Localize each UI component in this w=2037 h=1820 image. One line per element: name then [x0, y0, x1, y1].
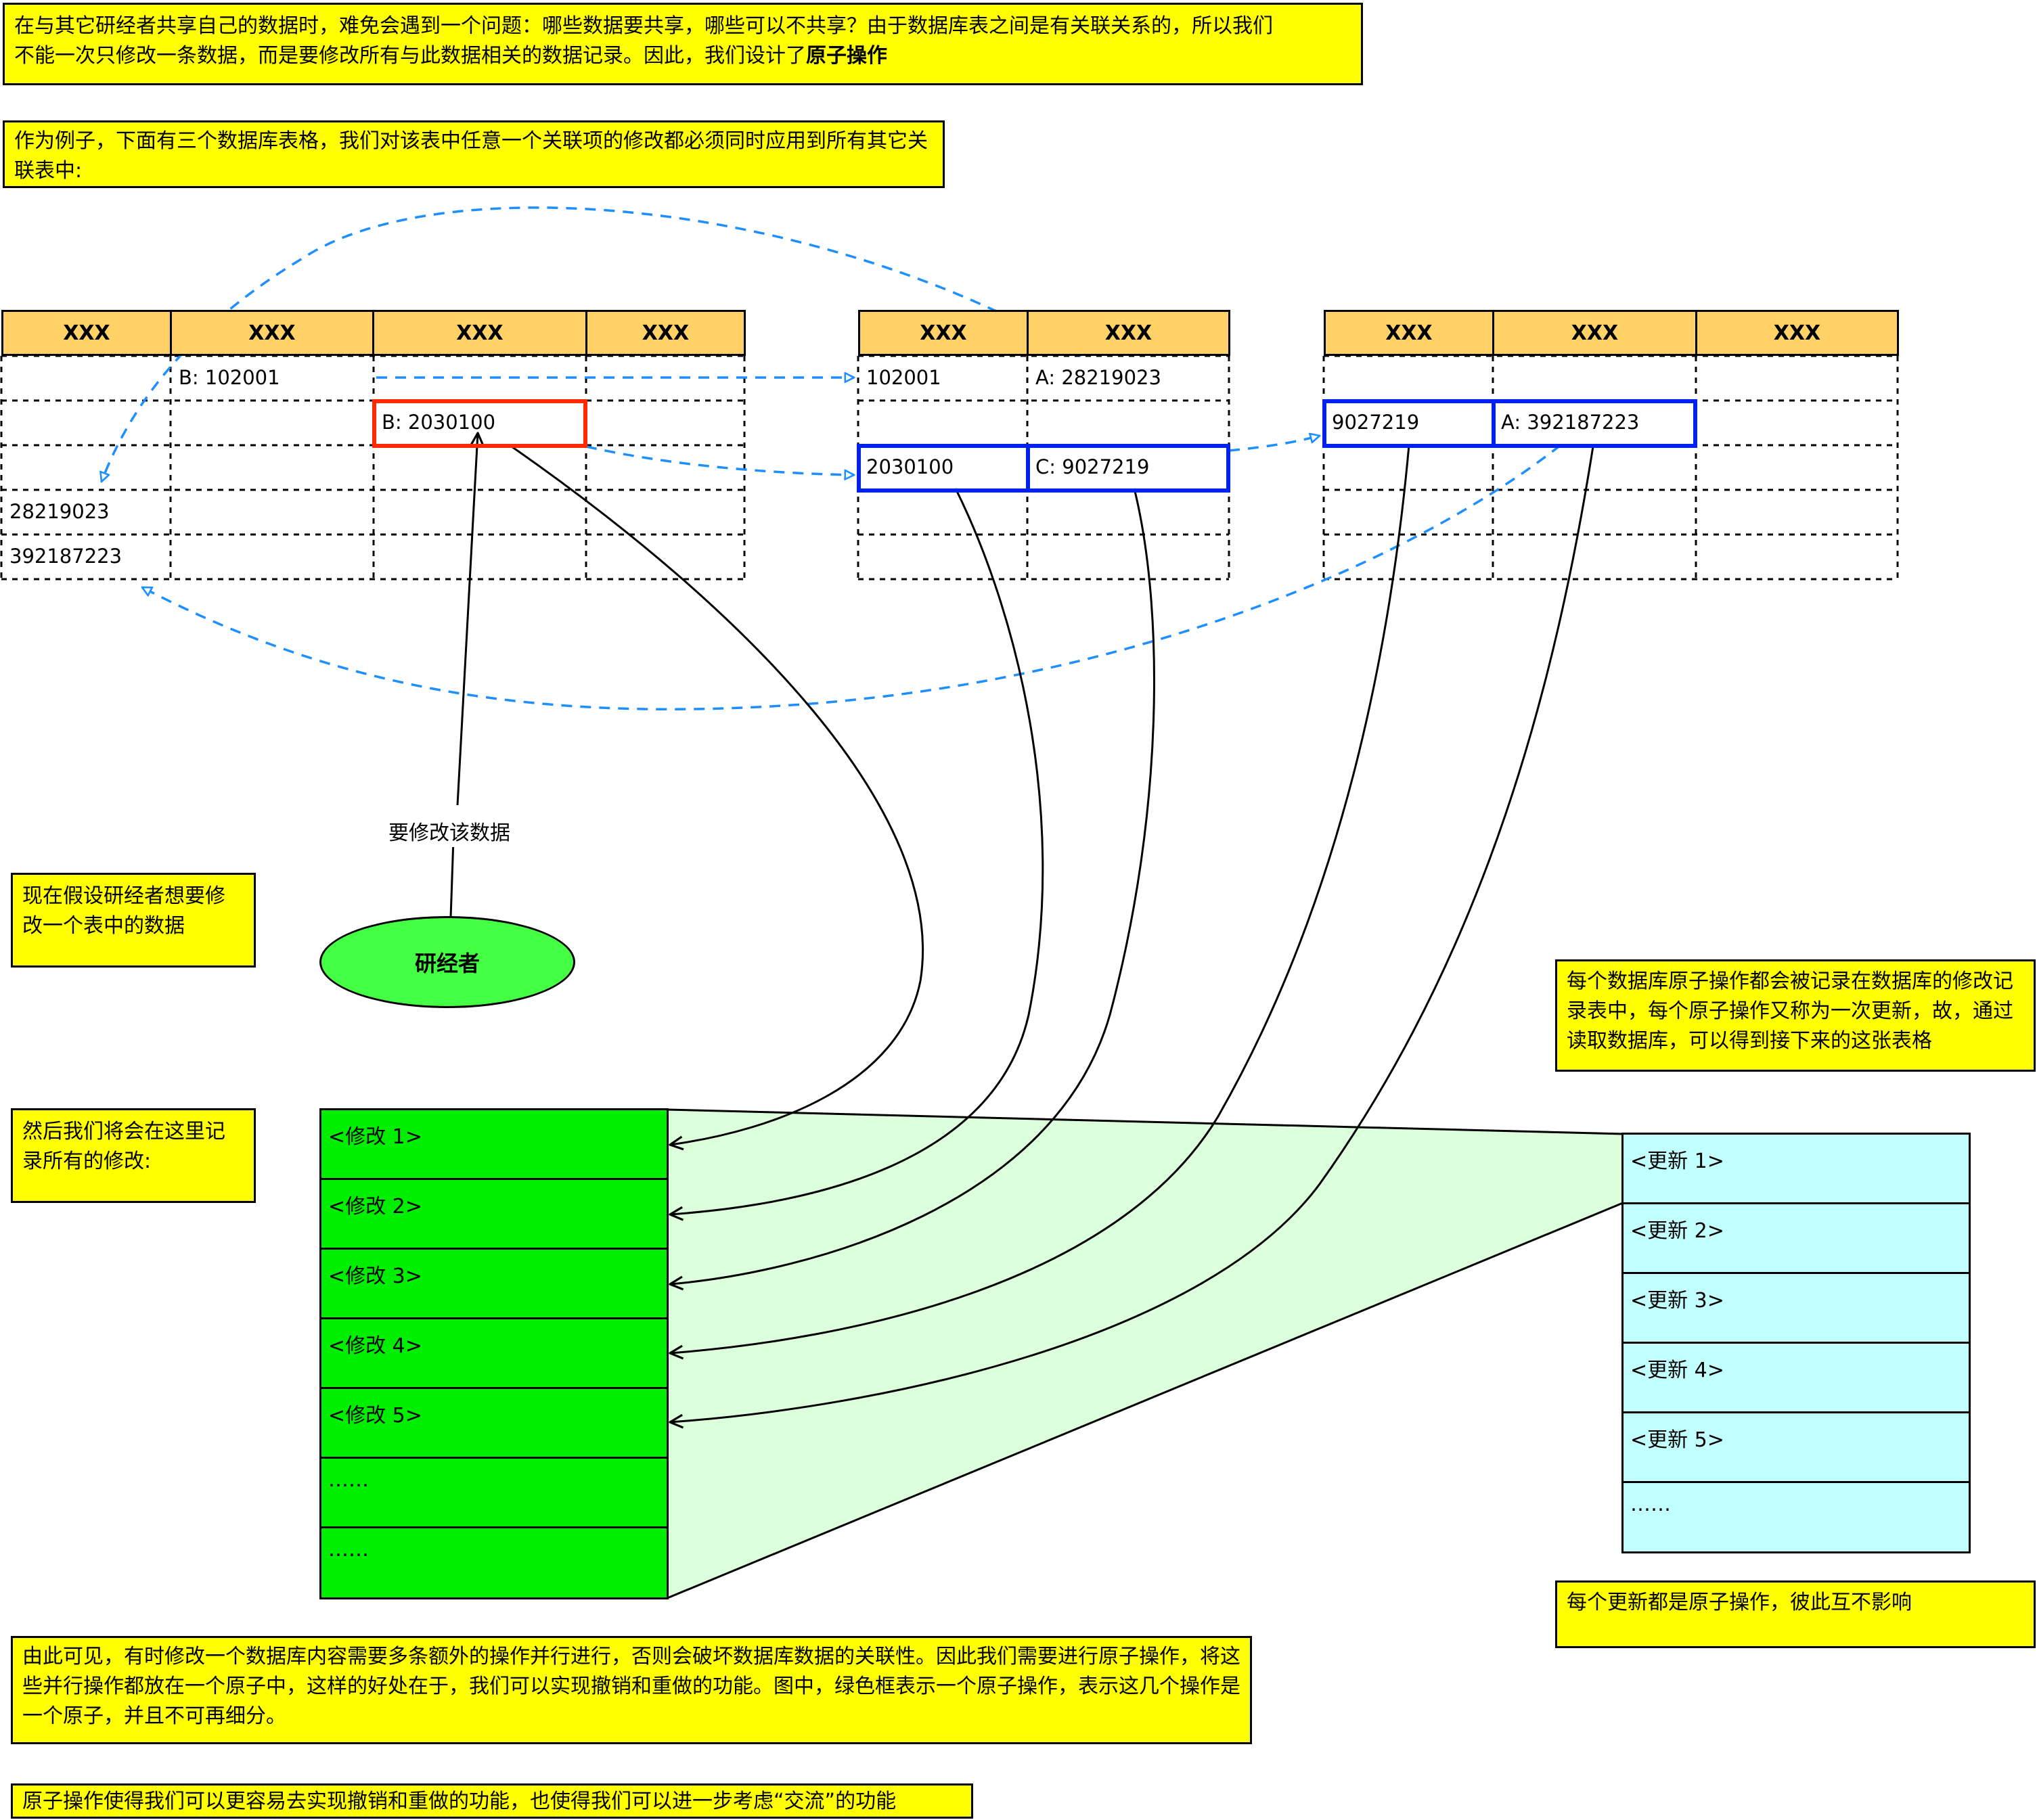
table3-header-3: XXX: [1695, 310, 1899, 356]
table1-cell-b2030100: B: 2030100: [382, 411, 496, 434]
modification-item[interactable]: ……: [328, 1538, 369, 1562]
link-b2030100-to-mod1: [511, 445, 924, 1145]
table2-header-2: XXX: [1027, 310, 1230, 356]
modification-item[interactable]: <修改 1>: [321, 1110, 667, 1180]
table1-cell-392187223: 392187223: [9, 545, 122, 568]
actor-label: 研经者: [414, 951, 480, 976]
link-9027219-to-mod4: [670, 445, 1410, 1353]
table3-header-2: XXX: [1492, 310, 1697, 356]
table1-header-4: XXX: [585, 310, 746, 356]
table2-cell-c9027219: C: 9027219: [1035, 455, 1150, 478]
atomic-op-term: 原子操作: [806, 44, 887, 68]
intro-line-2-text: 不能一次只修改一条数据，而是要修改所有与此数据相关的数据记录。因此，我们设计了: [14, 44, 806, 68]
actor-action-label: 要修改该数据: [384, 815, 514, 847]
table1-header-2: XXX: [170, 310, 374, 356]
table3-grid: [1322, 355, 1899, 581]
actor-arrow: [449, 433, 478, 918]
table3-cell-a392187223: A: 392187223: [1501, 411, 1640, 434]
update-item[interactable]: <更新 3>: [1624, 1274, 1969, 1344]
table2-highlight-c9027219[interactable]: [1026, 444, 1230, 493]
update-item[interactable]: <更新 4>: [1624, 1344, 1969, 1413]
example-note: 作为例子，下面有三个数据库表格，我们对该表中任意一个关联项的修改都必须同时应用到…: [3, 120, 945, 188]
table1-header-3: XXX: [372, 310, 587, 356]
relation-links: [102, 206, 1562, 711]
example-text: 作为例子，下面有三个数据库表格，我们对该表中任意一个关联项的修改都必须同时应用到…: [14, 129, 928, 183]
table2-cell-102001: 102001: [866, 366, 941, 389]
table1-header-1: XXX: [1, 310, 172, 356]
modification-item[interactable]: ……: [321, 1459, 667, 1528]
final-text: 原子操作使得我们可以更容易去实现撤销和重做的功能，也使得我们可以进一步考虑“交流…: [22, 1790, 897, 1813]
link-2030100-to-mod2: [670, 488, 1044, 1214]
table3-cell-9027219: 9027219: [1332, 411, 1420, 434]
record-note: 然后我们将会在这里记录所有的修改:: [11, 1108, 256, 1203]
final-note: 原子操作使得我们可以更容易去实现撤销和重做的功能，也使得我们可以进一步考虑“交流…: [11, 1783, 973, 1819]
modification-item[interactable]: <修改 5>: [321, 1389, 667, 1459]
table2-cell-2030100: 2030100: [866, 455, 954, 478]
intro-line-1: 在与其它研经者共享自己的数据时，难免会遇到一个问题：哪些数据要共享，哪些可以不共…: [14, 14, 1273, 38]
update-item[interactable]: <更新 1>: [1624, 1135, 1969, 1204]
conclusion-text: 由此可见，有时修改一个数据库内容需要多条额外的操作并行进行，否则会破坏数据库数据…: [22, 1645, 1240, 1728]
intro-note: 在与其它研经者共享自己的数据时，难免会遇到一个问题：哪些数据要共享，哪些可以不共…: [3, 3, 1363, 85]
link-c9027219-to-mod3: [670, 488, 1155, 1284]
each-op-note: 每个数据库原子操作都会被记录在数据库的修改记录表中，每个原子操作又称为一次更新，…: [1555, 959, 2036, 1072]
each-update-text: 每个更新都是原子操作，彼此互不影响: [1567, 1591, 1912, 1614]
modification-item[interactable]: <修改 3>: [321, 1250, 667, 1319]
link-a392187223-to-mod5: [670, 446, 1594, 1422]
link-b2030100-to-2030100: [585, 445, 854, 475]
assume-note: 现在假设研经者想要修改一个表中的数据: [11, 873, 256, 968]
assume-text: 现在假设研经者想要修改一个表中的数据: [22, 884, 225, 938]
update-list: <更新 1> <更新 2> <更新 3> <更新 4> <更新 5> ……: [1621, 1133, 1971, 1553]
table3-highlight-a392187223[interactable]: [1492, 399, 1697, 448]
link-a392187223-to-392187223: [142, 444, 1562, 711]
table2-header-1: XXX: [858, 310, 1029, 356]
atomic-to-updates-projection: [666, 1108, 1624, 1600]
modification-item[interactable]: <修改 4>: [321, 1319, 667, 1389]
table1-cell-28219023: 28219023: [9, 500, 110, 523]
actor-node[interactable]: 研经者: [319, 916, 575, 1008]
update-item[interactable]: <更新 5>: [1624, 1413, 1969, 1483]
update-item[interactable]: <更新 2>: [1624, 1204, 1969, 1274]
table1-cell-b102001: B: 102001: [179, 366, 280, 389]
record-text: 然后我们将会在这里记录所有的修改:: [22, 1120, 225, 1173]
conclusion-note: 由此可见，有时修改一个数据库内容需要多条额外的操作并行进行，否则会破坏数据库数据…: [11, 1636, 1252, 1744]
each-update-note: 每个更新都是原子操作，彼此互不影响: [1555, 1580, 2036, 1648]
table3-header-1: XXX: [1324, 310, 1494, 356]
table2-cell-a28219023: A: 28219023: [1035, 366, 1161, 389]
modification-item[interactable]: <修改 2>: [321, 1180, 667, 1250]
each-op-text: 每个数据库原子操作都会被记录在数据库的修改记录表中，每个原子操作又称为一次更新，…: [1567, 970, 2013, 1053]
modification-links: [511, 445, 1594, 1422]
atomic-modification-list: <修改 1> <修改 2> <修改 3> <修改 4> <修改 5> …… ……: [319, 1108, 669, 1599]
table1-highlight-b2030100[interactable]: [372, 399, 587, 448]
link-c9027219-to-9027219: [1228, 436, 1320, 452]
update-item[interactable]: ……: [1630, 1493, 1671, 1516]
intro-line-2: 不能一次只修改一条数据，而是要修改所有与此数据相关的数据记录。因此，我们设计了原…: [14, 41, 1351, 71]
